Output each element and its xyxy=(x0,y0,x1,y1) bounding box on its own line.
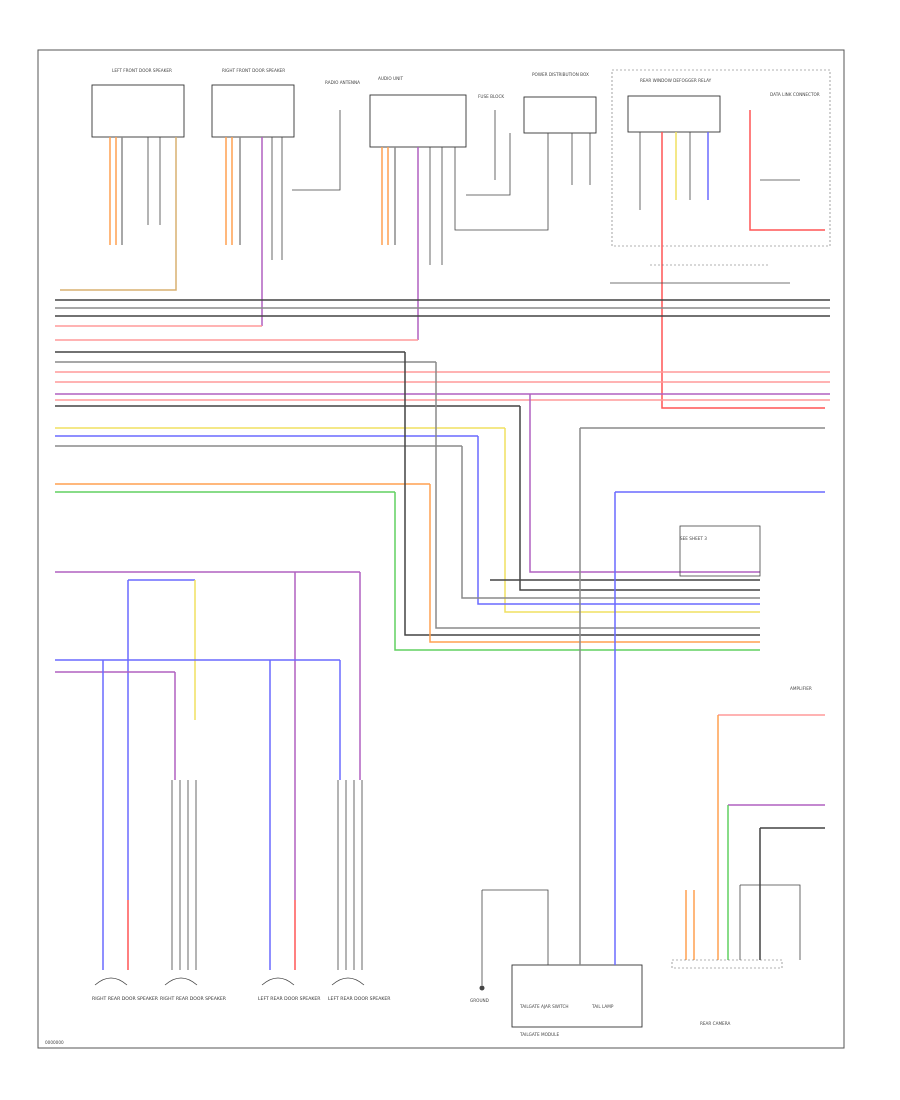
component-label-7: REAR WINDOW DEFOGGER RELAY xyxy=(640,78,712,83)
component-box-1 xyxy=(91,84,185,138)
component-label-4: AUDIO UNIT xyxy=(378,76,403,81)
component-box-6 xyxy=(523,96,597,134)
tailgate-module-box xyxy=(511,964,643,1028)
ground-label: GROUND xyxy=(470,998,489,1003)
speaker-symbol xyxy=(331,977,365,986)
component-box-7 xyxy=(627,95,721,133)
component-label-6: POWER DISTRIBUTION BOX xyxy=(532,72,589,77)
speaker-feeds xyxy=(55,571,365,986)
top-box-wires xyxy=(60,110,825,409)
wire xyxy=(482,889,549,965)
wire xyxy=(749,110,825,231)
lamp-label: TAIL LAMP xyxy=(591,1004,614,1009)
component-label-1: LEFT FRONT DOOR SPEAKER xyxy=(112,68,172,73)
wire xyxy=(454,133,549,231)
wire xyxy=(661,132,825,409)
ground-symbol xyxy=(479,985,485,991)
speaker-symbol xyxy=(164,977,198,986)
speaker-symbol xyxy=(94,977,128,986)
trunk xyxy=(529,394,760,573)
speaker-symbol xyxy=(261,977,295,986)
see-sheet-label: SEE SHEET 3 xyxy=(680,536,707,541)
trunk xyxy=(504,428,760,613)
module-label: TAILGATE MODULE xyxy=(519,1032,560,1037)
component-label-5: FUSE BLOCK xyxy=(478,94,504,99)
camera-label: REAR CAMERA xyxy=(700,1021,730,1026)
component-label-8: DATA LINK CONNECTOR xyxy=(770,92,820,97)
rear-camera-box xyxy=(671,959,783,969)
amplifier-box xyxy=(611,69,831,247)
tailgate-area: GROUND TAILGATE AJAR SWITCH TAIL LAMP TA… xyxy=(470,889,643,1037)
speaker-label-rr2: RIGHT REAR DOOR SPEAKER xyxy=(160,996,227,1002)
feed-bundle xyxy=(171,780,197,970)
component-label-2: RIGHT FRONT DOOR SPEAKER xyxy=(222,68,285,73)
trunk xyxy=(435,362,760,629)
wire xyxy=(466,133,511,196)
trunk xyxy=(404,352,760,636)
feed-bundle xyxy=(337,780,363,970)
trunk xyxy=(477,436,760,605)
trunk xyxy=(519,406,760,591)
rear-camera-area: REAR CAMERA AMPLIFIER SEE SHEET 3 xyxy=(671,536,825,1026)
wire xyxy=(292,110,341,191)
component-box-4 xyxy=(369,94,467,148)
speaker-label-lr: LEFT REAR DOOR SPEAKER xyxy=(258,996,321,1002)
page-footer: 0000000 xyxy=(45,1040,64,1045)
wire xyxy=(60,137,177,291)
trunk xyxy=(461,446,760,599)
speaker-label-lr2: LEFT REAR DOOR SPEAKER xyxy=(328,996,391,1002)
right-connector-box xyxy=(679,525,761,577)
wire xyxy=(740,884,801,960)
component-label-3: RADIO ANTENNA xyxy=(325,80,360,85)
diagram-frame xyxy=(37,49,845,1049)
amp-label: AMPLIFIER xyxy=(790,686,812,691)
top-components: LEFT FRONT DOOR SPEAKER RIGHT FRONT DOOR… xyxy=(91,68,831,247)
trunk xyxy=(429,484,760,643)
center-trunks xyxy=(394,352,825,930)
horizontal-bus xyxy=(55,299,830,493)
trunk xyxy=(394,492,760,651)
speaker-label-rr: RIGHT REAR DOOR SPEAKER xyxy=(92,996,159,1002)
switch-label: TAILGATE AJAR SWITCH xyxy=(519,1004,569,1009)
component-box-2 xyxy=(211,84,295,138)
